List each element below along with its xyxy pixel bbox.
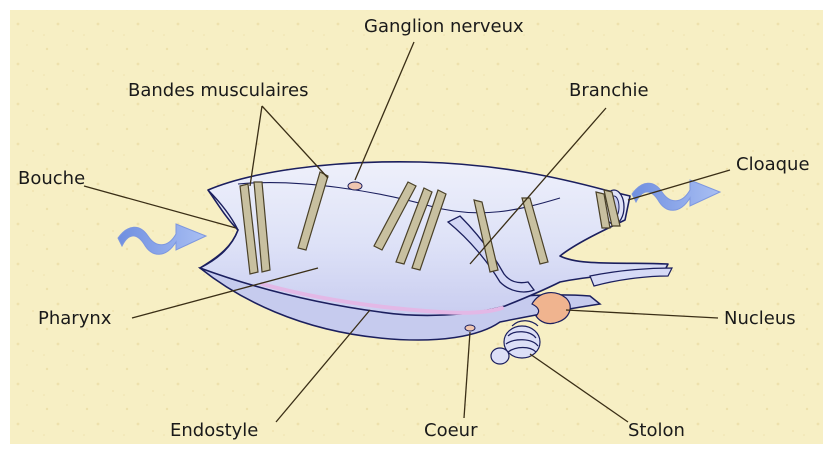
label-cloaque: Cloaque: [736, 156, 810, 174]
label-bandes: Bandes musculaires: [128, 82, 309, 100]
heart-organ: [465, 325, 475, 331]
label-coeur: Coeur: [424, 422, 477, 440]
label-pharynx: Pharynx: [38, 310, 111, 328]
label-stolon: Stolon: [628, 422, 685, 440]
ganglion-organ: [348, 182, 362, 190]
nucleus-organ: [532, 293, 570, 324]
label-nucleus: Nucleus: [724, 310, 796, 328]
label-bouche: Bouche: [18, 170, 85, 188]
label-ganglion: Ganglion nerveux: [364, 18, 524, 36]
label-branchie: Branchie: [569, 82, 649, 100]
label-endostyle: Endostyle: [170, 422, 258, 440]
